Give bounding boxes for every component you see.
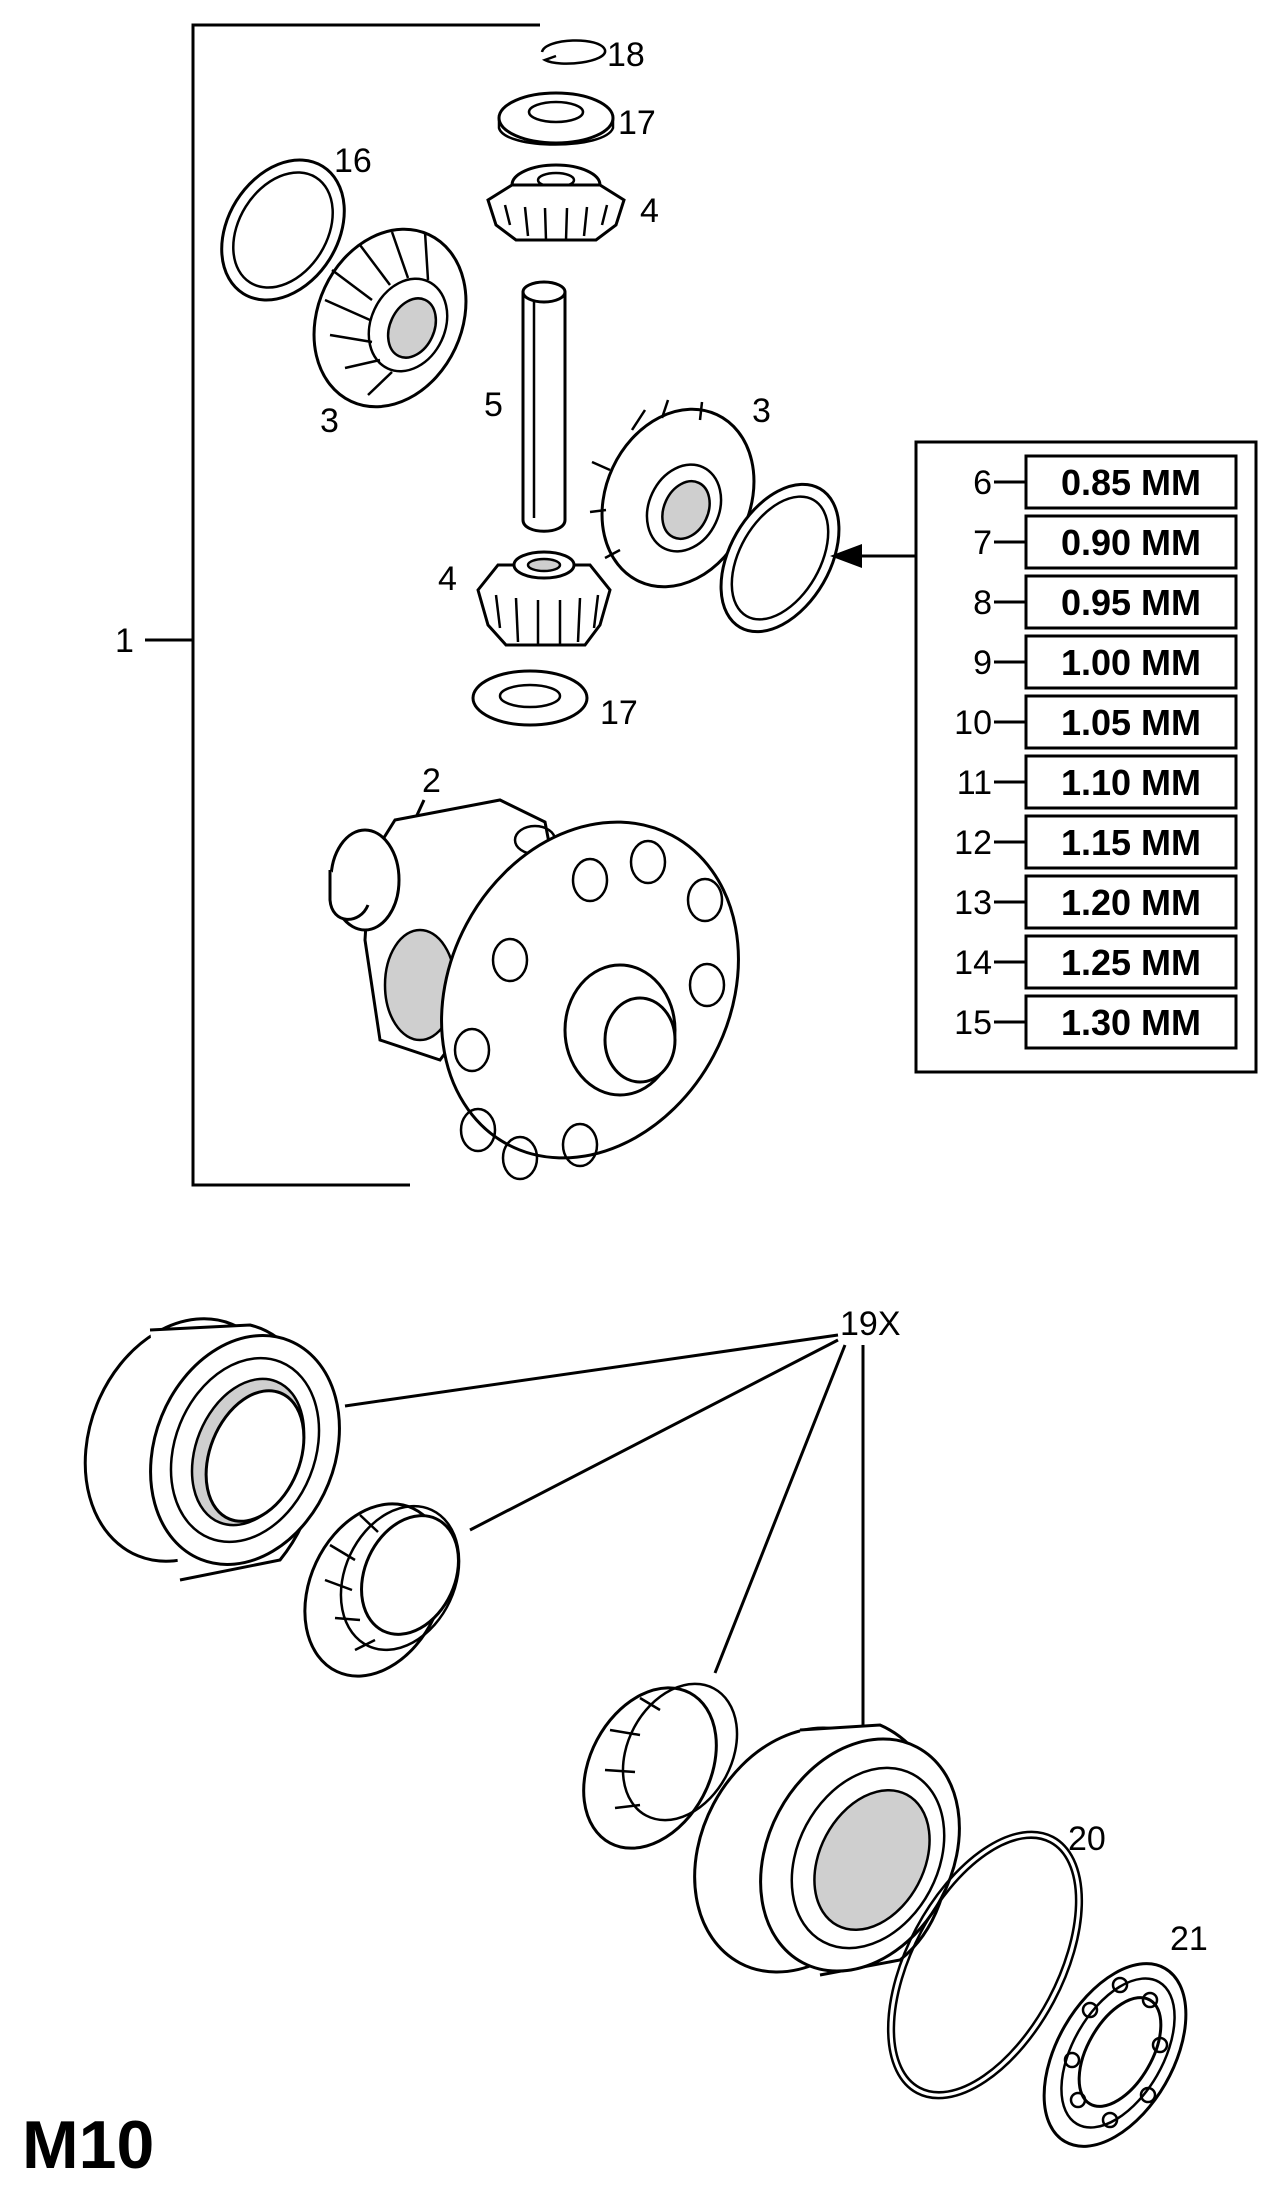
shim-thickness-table: 6 0.85 MM 7 0.90 MM 8 0.95 MM 9 1.00 MM 10 1.05 M…: [914, 440, 1258, 1074]
shim-ref-number: 14: [954, 944, 992, 982]
bearing-cup-right-part: [693, 1723, 961, 1977]
pinion-gear-bottom-part: 4: [438, 550, 612, 647]
shim-thickness-value: 1.15 MM: [1061, 822, 1201, 863]
differential-housing-part: 2: [328, 762, 740, 1181]
shim-ref-number: 12: [954, 824, 992, 862]
shim-table-row: 8 0.95 MM: [973, 574, 1238, 630]
shim-ref-number: 6: [973, 464, 992, 502]
callout-21: 21: [1170, 1920, 1208, 1958]
shim-value-cell: [1024, 574, 1238, 630]
callout-4-bottom: 4: [438, 560, 457, 598]
diagram-code: M10: [22, 2107, 154, 2183]
shim-value-cell: [1024, 874, 1238, 930]
bearing-cone-left-part: [303, 1502, 461, 1678]
callout-2: 2: [422, 762, 441, 800]
thrust-washer-bottom-part: 17: [471, 669, 638, 732]
retaining-ring-part: 20: [886, 1820, 1106, 2100]
shim-table-row: 12 1.15 MM: [954, 814, 1238, 870]
callout-18: 18: [607, 36, 645, 74]
pinion-gear-top-part: 4: [486, 163, 659, 242]
callout-3-right: 3: [752, 392, 771, 430]
callout-20: 20: [1068, 1820, 1106, 1858]
assembly-bracket: 1: [115, 23, 540, 1187]
small-bearing-part: 21: [1042, 1920, 1208, 2148]
shim-value-cell: [1024, 754, 1238, 810]
callout-19x: 19X: [840, 1305, 901, 1343]
shim-thickness-value: 1.05 MM: [1061, 702, 1201, 743]
callout-17-top: 17: [618, 104, 656, 142]
shim-table-row: 11 1.10 MM: [957, 754, 1238, 810]
bearing-set-leaders: 19X: [344, 1305, 901, 1740]
shim-thickness-value: 0.90 MM: [1061, 522, 1201, 563]
bearing-cup-left-part: [83, 1317, 341, 1582]
thrust-washer-top-part: 17: [497, 91, 656, 146]
shim-ref-number: 8: [973, 584, 992, 622]
housing-bolt-holes: [453, 839, 726, 1181]
shim-value-cell: [1024, 994, 1238, 1050]
shim-table-row: 15 1.30 MM: [954, 994, 1238, 1050]
shim-table-row: 6 0.85 MM: [973, 454, 1238, 510]
shim-table-row: 10 1.05 MM: [954, 694, 1238, 750]
shim-table-rows: 6 0.85 MM 7 0.90 MM 8 0.95 MM 9 1.00 MM 10 1.05 M…: [954, 454, 1238, 1050]
shim-table-row: 14 1.25 MM: [954, 934, 1238, 990]
shim-thickness-value: 1.10 MM: [1061, 762, 1201, 803]
shim-ref-number: 9: [973, 644, 992, 682]
shim-thickness-value: 0.95 MM: [1061, 582, 1201, 623]
selective-shim-part: [719, 482, 841, 634]
shim-table-row: 13 1.20 MM: [954, 874, 1238, 930]
shim-ring-16-part: 16: [220, 142, 372, 302]
shim-table-arrow: [830, 544, 916, 568]
callout-4-top: 4: [640, 192, 659, 230]
shim-value-cell: [1024, 694, 1238, 750]
shim-ref-number: 13: [954, 884, 992, 922]
shim-value-cell: [1024, 634, 1238, 690]
pinion-shaft-part: 5: [484, 280, 567, 533]
shim-table-row: 9 1.00 MM: [973, 634, 1238, 690]
shim-ref-number: 15: [954, 1004, 992, 1042]
callout-1: 1: [115, 622, 134, 660]
callout-17-bottom: 17: [600, 694, 638, 732]
shim-value-cell: [1024, 934, 1238, 990]
callout-16: 16: [334, 142, 372, 180]
shim-value-cell: [1024, 514, 1238, 570]
shim-thickness-value: 1.00 MM: [1061, 642, 1201, 683]
shim-value-cell: [1024, 454, 1238, 510]
callout-3-left: 3: [320, 402, 339, 440]
side-gear-left-part: 3: [312, 227, 468, 440]
shim-thickness-value: 0.85 MM: [1061, 462, 1201, 503]
snap-ring-part: 18: [540, 36, 645, 74]
bearing-cone-right-part: [582, 1682, 739, 1850]
shim-ref-number: 7: [973, 524, 992, 562]
shim-value-cell: [1024, 814, 1238, 870]
shim-thickness-value: 1.20 MM: [1061, 882, 1201, 923]
shim-table-row: 7 0.90 MM: [973, 514, 1238, 570]
shim-thickness-value: 1.25 MM: [1061, 942, 1201, 983]
callout-5: 5: [484, 386, 503, 424]
shim-thickness-value: 1.30 MM: [1061, 1002, 1201, 1043]
shim-ref-number: 11: [957, 764, 992, 802]
shim-ref-number: 10: [954, 704, 992, 742]
